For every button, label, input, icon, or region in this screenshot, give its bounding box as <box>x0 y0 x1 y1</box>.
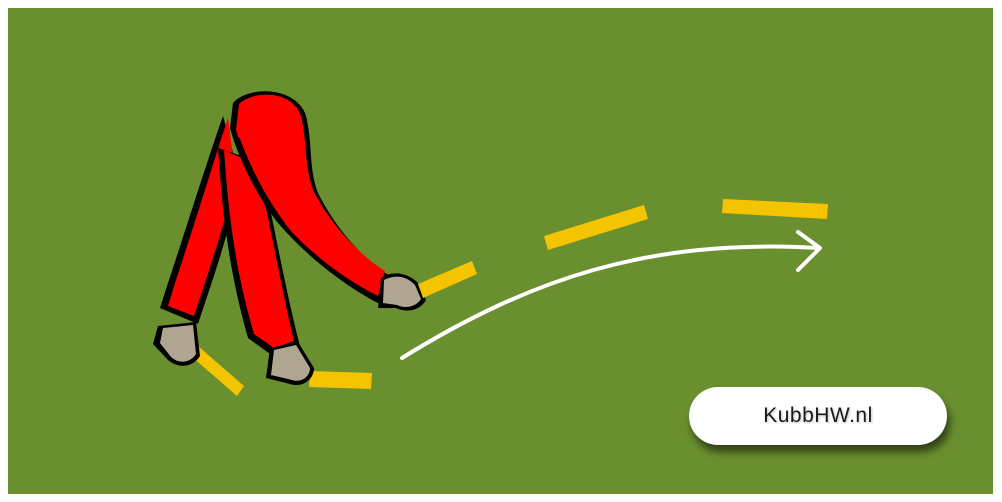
ground-stick-middle <box>309 371 372 389</box>
illustration-frame: KubbHW.nl <box>8 8 993 494</box>
site-badge-text: KubbHW.nl <box>763 404 873 428</box>
site-badge: KubbHW.nl <box>689 387 947 445</box>
